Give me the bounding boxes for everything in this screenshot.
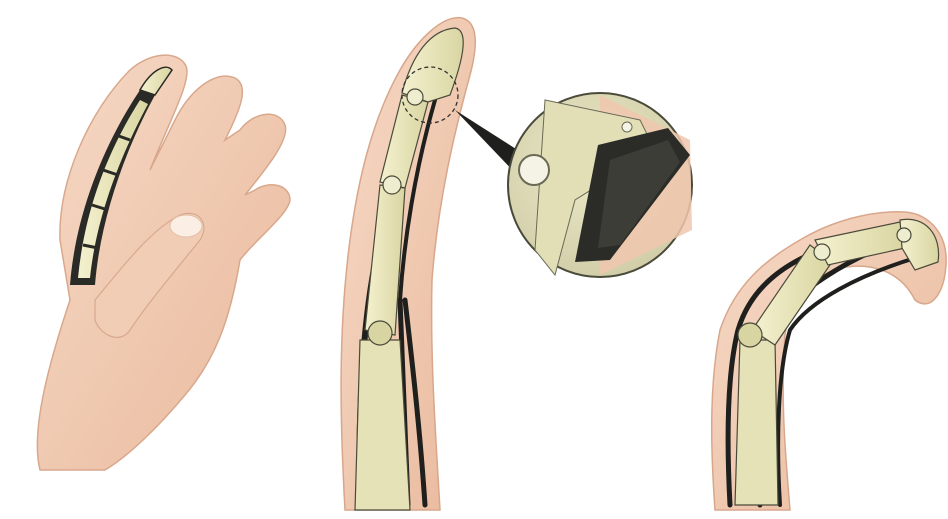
magnified-joint-detail xyxy=(508,93,692,277)
hand-panel xyxy=(37,55,290,470)
flexed-finger-panel xyxy=(712,212,946,510)
extended-finger-panel xyxy=(341,18,692,510)
thumbnail xyxy=(170,215,202,237)
